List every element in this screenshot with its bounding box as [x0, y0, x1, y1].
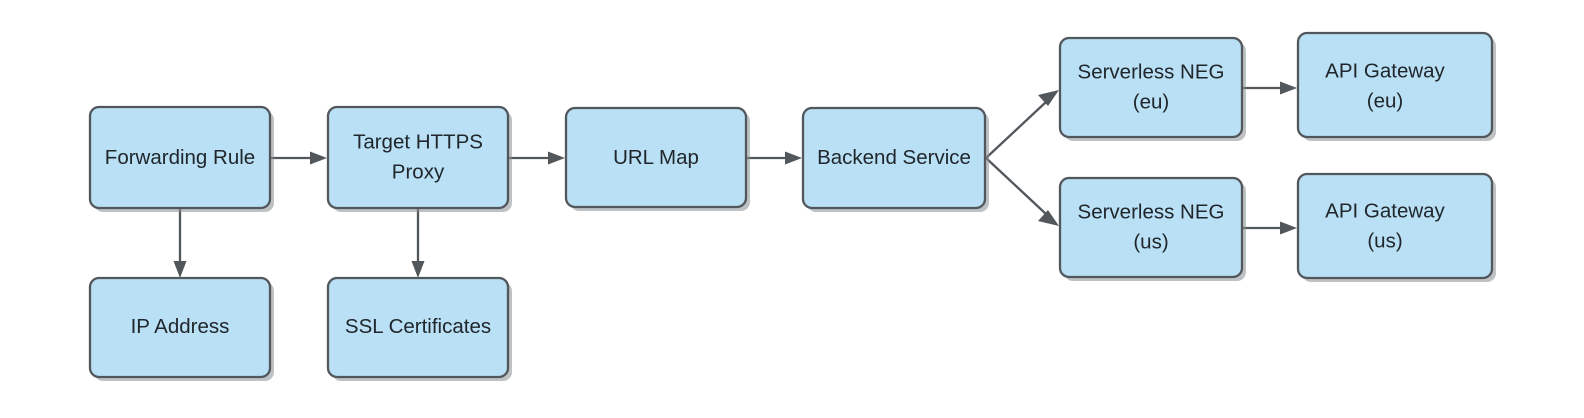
node-api-gateway-eu[interactable]: API Gateway (eu) [1296, 31, 1496, 141]
node-body[interactable] [1296, 172, 1494, 280]
node-label-url-map: URL Map [613, 146, 699, 169]
edge-backend-service-to-serverless-neg-us [985, 157, 1059, 226]
node-label-serverless-neg-eu-line1: Serverless NEG [1078, 60, 1225, 83]
node-body[interactable] [801, 106, 987, 210]
node-label-serverless-neg-us-line1: Serverless NEG [1078, 200, 1225, 223]
node-label-api-gateway-eu-line2: (eu) [1367, 89, 1403, 112]
node-body[interactable] [88, 105, 272, 210]
node-body[interactable] [1058, 36, 1244, 139]
edge-layer [173, 81, 1297, 278]
node-label-api-gateway-eu-line1: API Gateway [1325, 59, 1445, 82]
edge-target-https-proxy-to-ssl-certificates [411, 209, 425, 278]
node-serverless-neg-us[interactable]: Serverless NEG (us) [1058, 176, 1246, 281]
node-label-ip-address: IP Address [131, 315, 230, 338]
node-target-https-proxy[interactable]: Target HTTPS Proxy [326, 105, 512, 212]
node-label-serverless-neg-eu-line2: (eu) [1133, 90, 1169, 113]
node-body[interactable] [564, 106, 748, 209]
edge-serverless-neg-eu-to-api-gateway-eu [1243, 81, 1297, 95]
node-body[interactable] [326, 105, 510, 210]
node-api-gateway-us[interactable]: API Gateway (us) [1296, 172, 1496, 282]
node-serverless-neg-eu[interactable]: Serverless NEG (eu) [1058, 36, 1246, 141]
node-body[interactable] [1296, 31, 1494, 139]
node-label-api-gateway-us-line2: (us) [1367, 229, 1402, 252]
edge-url-map-to-backend-service [747, 151, 802, 165]
node-label-ssl-certificates: SSL Certificates [345, 315, 491, 338]
node-ip-address[interactable]: IP Address [88, 276, 274, 381]
node-forwarding-rule[interactable]: Forwarding Rule [88, 105, 274, 212]
node-backend-service[interactable]: Backend Service [801, 106, 989, 212]
edge-serverless-neg-us-to-api-gateway-us [1243, 221, 1297, 235]
node-body[interactable] [1058, 176, 1244, 279]
node-label-serverless-neg-us-line2: (us) [1133, 230, 1168, 253]
node-url-map[interactable]: URL Map [564, 106, 750, 211]
edge-forwarding-rule-to-target-https-proxy [271, 151, 327, 165]
node-label-target-https-proxy-line1: Target HTTPS [353, 130, 483, 153]
node-body[interactable] [326, 276, 510, 379]
node-label-forwarding-rule: Forwarding Rule [105, 146, 255, 169]
node-label-api-gateway-us-line1: API Gateway [1325, 199, 1445, 222]
edge-backend-service-to-serverless-neg-eu [985, 90, 1059, 159]
node-label-target-https-proxy-line2: Proxy [392, 160, 445, 183]
node-body[interactable] [88, 276, 272, 379]
node-label-backend-service: Backend Service [817, 146, 971, 169]
node-layer: Forwarding Rule Target HTTPS Proxy URL M… [88, 31, 1496, 381]
edge-target-https-proxy-to-url-map [509, 151, 565, 165]
edge-forwarding-rule-to-ip-address [173, 209, 187, 278]
node-ssl-certificates[interactable]: SSL Certificates [326, 276, 512, 381]
